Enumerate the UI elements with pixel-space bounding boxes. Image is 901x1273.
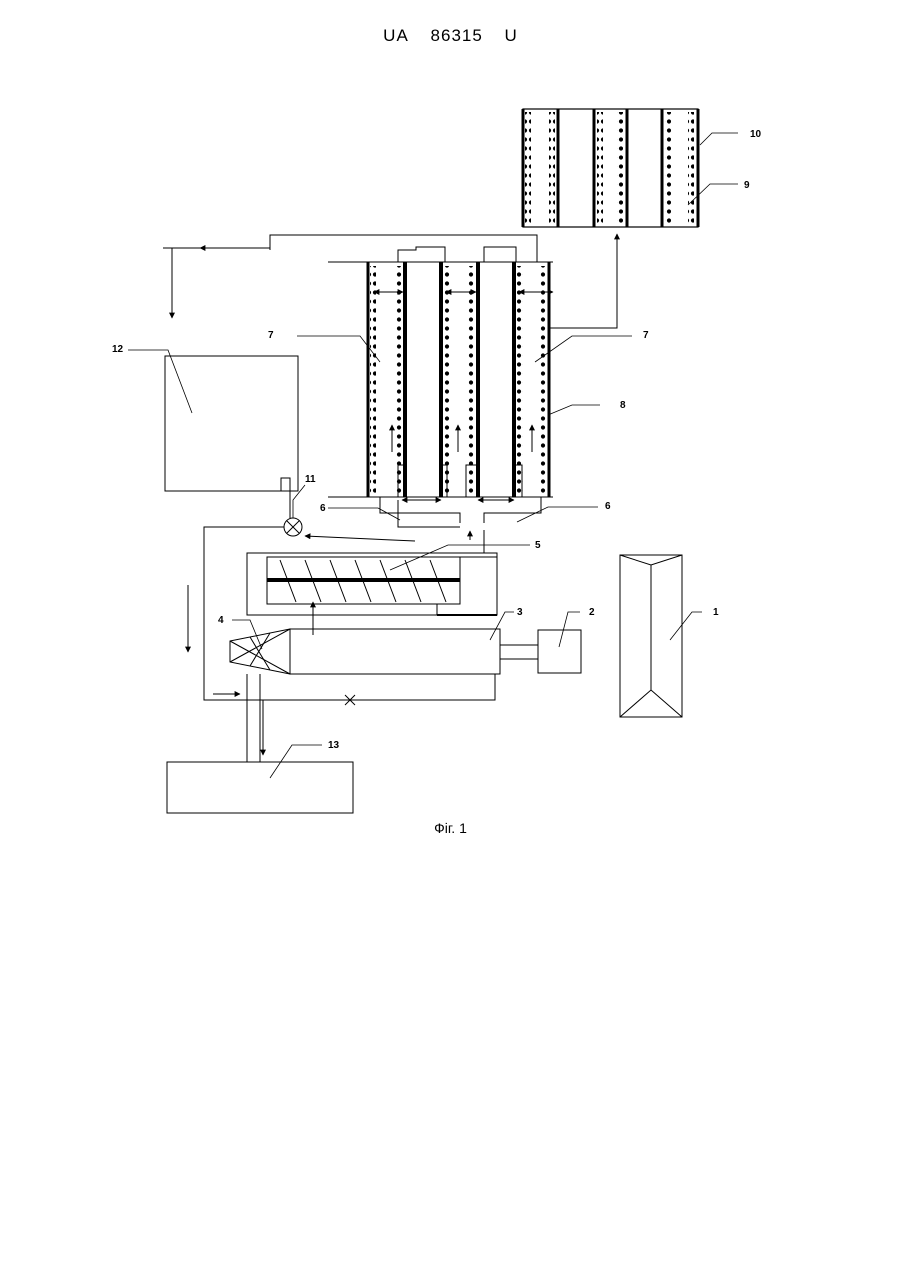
- cone-4: [230, 629, 290, 674]
- label-1: 1: [713, 607, 719, 618]
- label-7-right: 7: [643, 330, 649, 341]
- column-unit-7: [328, 262, 553, 500]
- panel-unit-10: [523, 109, 698, 227]
- label-4: 4: [218, 615, 224, 626]
- label-13: 13: [328, 740, 340, 751]
- cylinder-3: [290, 629, 500, 674]
- label-11: 11: [305, 474, 316, 485]
- motor-2: [538, 630, 581, 673]
- unit-12-box: [165, 356, 298, 491]
- reference-labels: 10 9 7 7 8 12 11 6 6 5 2 3 4 1 13: [112, 129, 762, 751]
- label-12: 12: [112, 344, 124, 355]
- label-10: 10: [750, 129, 762, 140]
- label-7-left: 7: [268, 330, 274, 341]
- label-3: 3: [517, 607, 523, 618]
- collector-13: [167, 762, 353, 813]
- figure-caption: Фіг. 1: [0, 820, 901, 836]
- label-2: 2: [589, 607, 595, 618]
- label-8: 8: [620, 400, 626, 411]
- screw-conveyor-5: [247, 530, 497, 635]
- label-5: 5: [535, 540, 541, 551]
- label-6-right: 6: [605, 501, 611, 512]
- label-6-left: 6: [320, 503, 326, 514]
- label-9: 9: [744, 180, 750, 191]
